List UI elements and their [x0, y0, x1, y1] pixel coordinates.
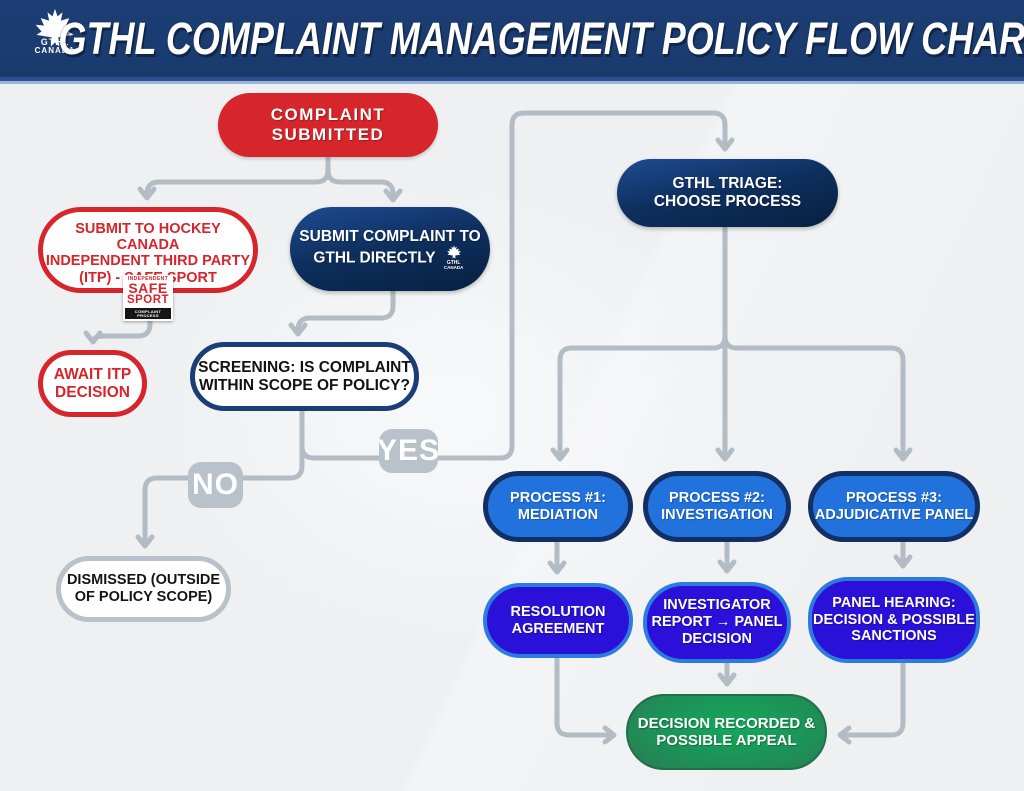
node-label: AWAIT ITP DECISION: [53, 365, 132, 401]
safe-sport-logo: INDEPENDENT SAFE SPORT COMPLAINT PROCESS: [123, 275, 173, 322]
node-label: COMPLAINT SUBMITTED: [270, 105, 386, 144]
node-process-3-adjudicative-panel: PROCESS #3: ADJUDICATIVE PANEL: [808, 471, 980, 542]
node-label: PROCESS #1: MEDIATION: [510, 489, 606, 523]
node-label: SCREENING: IS COMPLAINT WITHIN SCOPE OF …: [198, 358, 411, 394]
gthl-canada-logo: GTHL CANADA: [24, 8, 86, 72]
header-bar: GTHL CANADA GTHL COMPLAINT MANAGEMENT PO…: [0, 0, 1024, 84]
mini-logo-org-label: GTHL: [446, 259, 461, 266]
node-label: RESOLUTION AGREEMENT: [510, 603, 606, 637]
logo-country-label: CANADA: [34, 46, 76, 55]
connector-directly-to-screening: [288, 289, 396, 337]
node-label: NO: [192, 467, 239, 501]
node-label: YES: [376, 433, 441, 467]
node-label: PANEL HEARING: DECISION & POSSIBLE SANCT…: [813, 594, 975, 645]
safe-sport-complaint-process-label: COMPLAINT PROCESS: [125, 308, 171, 320]
node-process-2-investigation: PROCESS #2: INVESTIGATION: [643, 471, 791, 542]
node-label: DECISION RECORDED & POSSIBLE APPEAL: [637, 714, 816, 749]
node-submit-hockey-canada-itp: SUBMIT TO HOCKEY CANADA INDEPENDENT THIR…: [38, 207, 258, 322]
node-gthl-triage-choose-process: GTHL TRIAGE: CHOOSE PROCESS: [617, 159, 838, 227]
safe-sport-safe-label: SAFE: [128, 280, 168, 296]
node-label: PROCESS #2: INVESTIGATION: [661, 489, 773, 523]
mini-logo-country-label: CANADA: [443, 264, 464, 270]
safe-sport-independent-label: INDEPENDENT: [127, 276, 169, 282]
connector-complaint-to-itp: [137, 157, 331, 201]
node-label: INVESTIGATOR REPORT → PANEL DECISION: [651, 597, 783, 647]
node-label: PROCESS #3: ADJUDICATIVE PANEL: [814, 489, 974, 523]
node-investigator-report-panel-decision: INVESTIGATOR REPORT → PANEL DECISION: [643, 582, 791, 663]
logo-text: GTHL CANADA: [24, 38, 86, 55]
connector-complaint-to-directly: [325, 157, 403, 203]
node-panel-hearing-sanctions: PANEL HEARING: DECISION & POSSIBLE SANCT…: [808, 577, 980, 663]
node-decision-recorded-possible-appeal: DECISION RECORDED & POSSIBLE APPEAL: [626, 694, 827, 770]
page-title: GTHL COMPLAINT MANAGEMENT POLICY FLOW CH…: [58, 13, 1024, 64]
node-complaint-submitted: COMPLAINT SUBMITTED: [218, 93, 438, 157]
node-label: SUBMIT COMPLAINT TO GTHL DIRECTLY: [299, 227, 481, 267]
title-wrap: GTHL COMPLAINT MANAGEMENT POLICY FLOW CH…: [58, 0, 1024, 78]
node-await-itp-decision: AWAIT ITP DECISION: [38, 350, 147, 417]
label-no: NO: [188, 462, 243, 508]
maple-leaf-icon: [446, 245, 461, 260]
connector-resolution-to-decision: [554, 657, 617, 745]
node-label: DISMISSED (OUTSIDE OF POLICY SCOPE): [66, 572, 221, 605]
safe-sport-sport-label: SPORT: [126, 294, 170, 307]
label-yes: YES: [376, 429, 441, 473]
node-dismissed-outside-scope: DISMISSED (OUTSIDE OF POLICY SCOPE): [56, 556, 231, 622]
logo-org-label: GTHL: [40, 37, 70, 47]
maple-leaf-icon: [24, 8, 86, 50]
connector-triage-to-process1: [550, 335, 728, 462]
connector-panel-to-decision: [837, 662, 906, 745]
node-label: GTHL TRIAGE: CHOOSE PROCESS: [653, 175, 802, 210]
node-process-1-mediation: PROCESS #1: MEDIATION: [483, 471, 633, 542]
node-resolution-agreement: RESOLUTION AGREEMENT: [483, 583, 633, 658]
node-screening-scope-check: SCREENING: IS COMPLAINT WITHIN SCOPE OF …: [190, 342, 419, 411]
connector-triage-to-process3: [722, 335, 913, 462]
